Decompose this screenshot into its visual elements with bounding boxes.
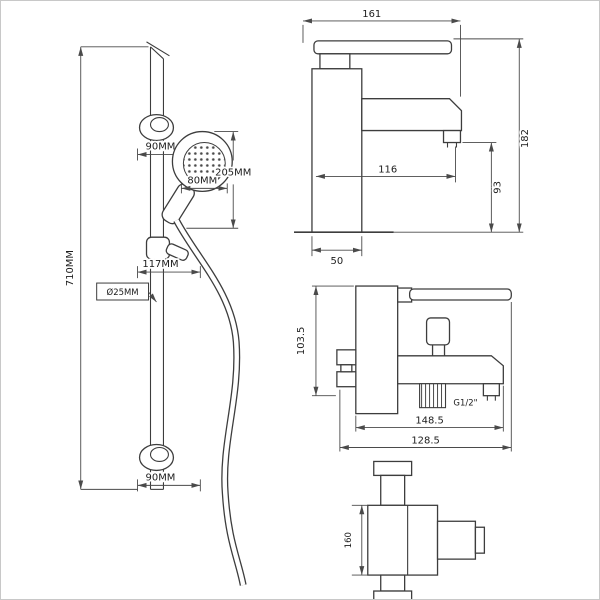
dim-rail-height: 710MM xyxy=(63,46,149,490)
dim-body-span: 128.5 xyxy=(339,301,512,452)
handle-neck xyxy=(319,53,351,70)
dim-top-bracket-label: 90MM xyxy=(146,142,176,153)
bath-mixer-body xyxy=(336,285,512,415)
bottom-bracket-detail xyxy=(149,446,169,463)
dim-spout-reach: 116 xyxy=(315,146,456,183)
dim-overall-height: 182 xyxy=(393,38,533,233)
bottom-bracket xyxy=(138,443,175,472)
dim-spout-height-label: 93 xyxy=(492,181,503,194)
center-body xyxy=(367,504,439,576)
dim-spout-span: 148.5 xyxy=(355,385,504,432)
shower-head xyxy=(161,130,233,225)
bath-shower-mixer-side-view: G1/2" 103.5 148.5 128.5 xyxy=(294,285,512,452)
dim-overall-width: 161 xyxy=(302,7,461,97)
holder-knob xyxy=(165,243,189,261)
dim-holder-label: 117MM xyxy=(142,259,178,270)
rail-top-cut xyxy=(146,41,170,57)
rail-top-cut-2 xyxy=(150,46,164,60)
thread-size-label: G1/2" xyxy=(453,398,477,408)
dim-head-length-label: 205MM xyxy=(215,167,251,178)
hose-core xyxy=(174,219,246,586)
shower-rail-view: 710MM 90MM 80MM xyxy=(63,41,253,586)
mixer-body xyxy=(355,285,399,415)
upper-neck xyxy=(380,474,406,506)
basin-mixer-front-view: 161 182 116 9 xyxy=(294,7,533,269)
mixer-top-view: 160 xyxy=(341,460,486,599)
body-column xyxy=(311,68,363,233)
dim-body-span-label: 128.5 xyxy=(411,436,440,447)
dim-body-height: 103.5 xyxy=(294,285,354,397)
dim-spout-height: 93 xyxy=(462,142,505,233)
dim-top-view-depth: 160 xyxy=(341,504,368,576)
dim-bottom-bracket: 90MM xyxy=(137,471,201,492)
dim-base-depth: 50 xyxy=(311,236,363,269)
dim-bottom-bracket-label: 90MM xyxy=(146,472,176,483)
dim-spout-reach-label: 116 xyxy=(378,164,397,175)
basin-mixer-body xyxy=(294,40,463,234)
dim-head-face-label: 80MM xyxy=(187,175,217,186)
shower-thread-outlet xyxy=(419,383,447,409)
shower-head-face xyxy=(182,142,226,185)
top-bracket-body xyxy=(138,113,175,142)
leader-line xyxy=(148,291,157,303)
diverter-knob xyxy=(425,317,451,346)
spout xyxy=(397,355,504,385)
handle-block xyxy=(436,520,477,560)
holder-clamp xyxy=(145,236,171,260)
lever-handle xyxy=(313,40,453,55)
dim-holder: 117MM xyxy=(137,257,201,279)
top-bracket xyxy=(138,113,175,142)
aerator xyxy=(442,129,462,144)
bottom-cap xyxy=(373,590,413,599)
callout-box xyxy=(96,282,150,301)
spout-outlet xyxy=(482,383,500,397)
lever-handle xyxy=(408,288,512,301)
rail-diameter-callout: Ø25MM xyxy=(96,282,157,303)
dim-body-height-label: 103.5 xyxy=(296,327,307,356)
shower-hose xyxy=(173,218,247,586)
dim-base-depth-label: 50 xyxy=(331,256,344,267)
wall-union-bottom xyxy=(336,371,357,388)
slider-holder xyxy=(145,236,189,261)
lower-neck xyxy=(380,574,406,592)
handle-end xyxy=(474,526,486,554)
dim-overall-height-label: 182 xyxy=(520,129,531,148)
wall-union-mid xyxy=(340,364,353,373)
top-bracket-detail xyxy=(149,117,169,133)
top-cap xyxy=(373,460,413,477)
bottom-bracket-body xyxy=(138,443,175,472)
dim-overall-width-label: 161 xyxy=(362,9,381,20)
dim-rail-height-label: 710MM xyxy=(65,250,76,286)
wall-union-top xyxy=(336,349,357,366)
dim-top-view-depth-label: 160 xyxy=(343,532,353,548)
rail-diameter-label: Ø25MM xyxy=(107,287,139,297)
dim-head-length: 205MM xyxy=(186,131,253,229)
dim-spout-span-label: 148.5 xyxy=(415,416,444,427)
dim-head-face: 80MM xyxy=(180,174,228,194)
spout xyxy=(361,98,463,132)
